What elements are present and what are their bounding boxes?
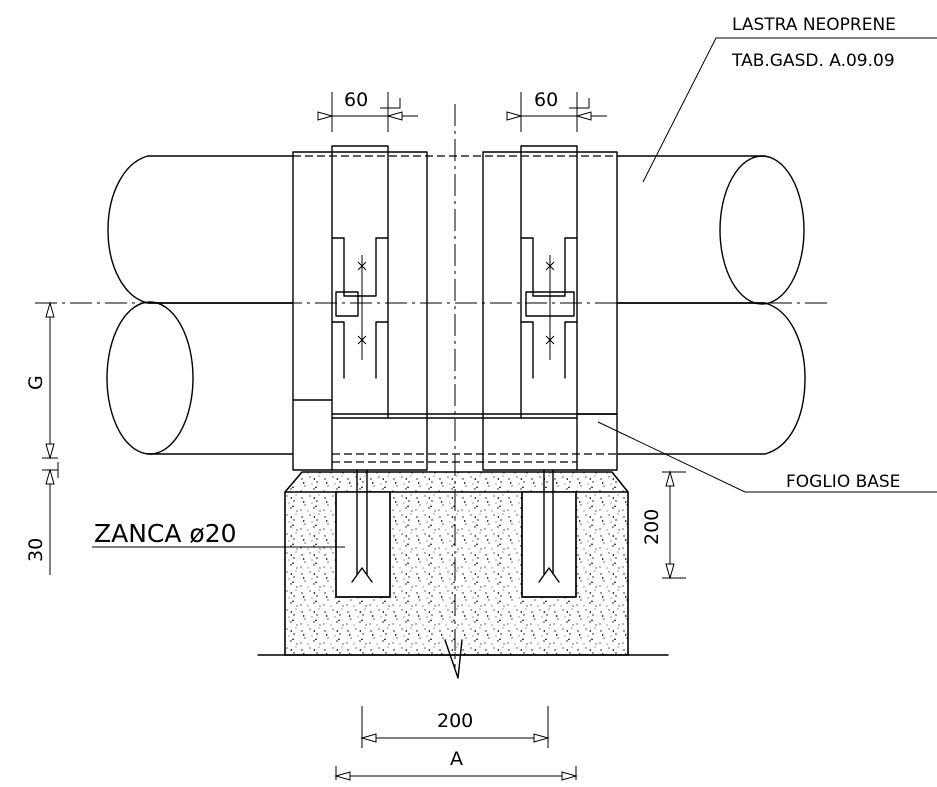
neoprene-label-line2: TAB.GASD. A.09.09 (731, 51, 895, 71)
anchor-bolts (351, 469, 560, 583)
neoprene-label-line1: LASTRA NEOPRENE (732, 15, 896, 35)
foglio-base-callout: FOGLIO BASE (597, 421, 937, 493)
neoprene-callout: LASTRA NEOPRENE TAB.GASD. A.09.09 (642, 15, 937, 183)
zanca-label: ZANCA ø20 (94, 519, 237, 548)
dim-g: G (25, 301, 58, 471)
dim-60-left: 60 (317, 89, 418, 132)
dim-200-bottom: 200 (360, 706, 550, 748)
dim-a: A (334, 748, 578, 781)
dim-g-label: G (25, 375, 47, 390)
dim-a-label: A (450, 748, 463, 770)
dim-30: 30 (25, 462, 59, 575)
zanca-callout: ZANCA ø20 (92, 519, 345, 548)
dim-200-vertical: 200 (641, 470, 686, 580)
dim-200-vertical-label: 200 (641, 509, 663, 545)
dim-30-label: 30 (25, 538, 47, 562)
concrete-footing (284, 471, 629, 679)
foglio-base-plate (331, 413, 618, 419)
right-cradle (482, 145, 618, 471)
center-lines (35, 104, 828, 668)
dim-60-right-label: 60 (534, 89, 558, 111)
foglio-base-label: FOGLIO BASE (786, 472, 900, 492)
dim-60-left-label: 60 (344, 89, 368, 111)
dim-200-bottom-label: 200 (437, 710, 473, 732)
dim-60-right: 60 (506, 89, 607, 132)
